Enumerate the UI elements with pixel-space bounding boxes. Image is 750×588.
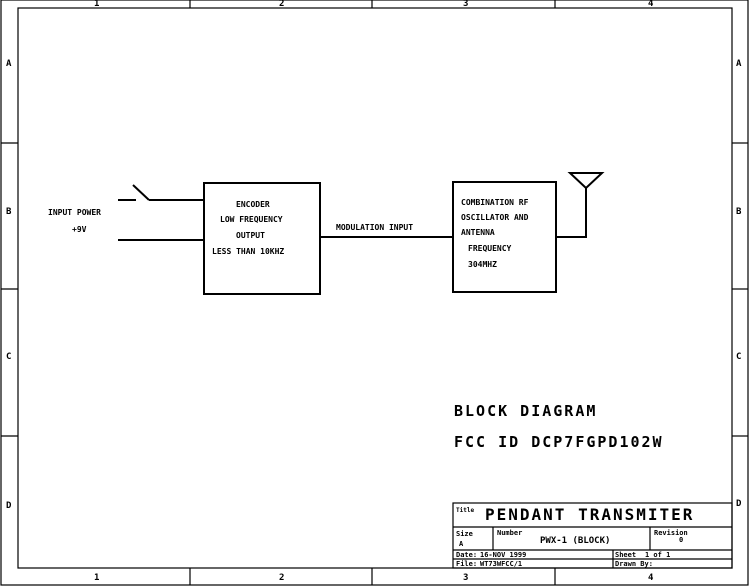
encoder-line: OUTPUT	[236, 231, 265, 240]
sheet-field-label: Sheet	[615, 551, 636, 559]
drawing-title: PENDANT TRANSMITER	[485, 505, 694, 524]
encoder-line: ENCODER	[236, 200, 270, 209]
col-label-top: 2	[279, 0, 284, 9]
fcc-id-caption: FCC ID DCP7FGPD102W	[454, 433, 664, 451]
title-field-label: Title	[456, 507, 474, 514]
encoder-line: LESS THAN 10KHZ	[212, 247, 284, 256]
rf-line: COMBINATION RF	[461, 198, 529, 207]
rf-line: 304MHZ	[468, 260, 497, 269]
number-value: PWX-1 (BLOCK)	[540, 536, 610, 546]
wiring	[118, 172, 605, 295]
row-label-left: C	[6, 352, 11, 362]
revision-field-label: Revision	[654, 529, 688, 537]
input-voltage-label: +9V	[72, 225, 87, 234]
size-field-label: Size	[456, 530, 473, 538]
column-labels: 1 2 3 4 1 2 3 4 A B C D A B C D	[6, 0, 742, 583]
modulation-input-label: MODULATION INPUT	[336, 223, 413, 232]
col-label-bottom: 4	[648, 573, 654, 583]
date-value: 16-NOV 1999	[480, 551, 526, 559]
date-field-label: Date:	[456, 551, 477, 559]
file-field-label: File:	[456, 560, 477, 568]
col-label-bottom: 2	[279, 573, 284, 583]
rf-line: FREQUENCY	[468, 244, 512, 253]
row-label-right: A	[736, 59, 742, 69]
antenna-icon	[567, 172, 605, 190]
sheet-value: 1 of 1	[645, 551, 670, 559]
encoder-line: LOW FREQUENCY	[220, 215, 283, 224]
size-value: A	[459, 540, 464, 548]
file-value: WT73WFCC/1	[480, 560, 522, 568]
title-block: Title PENDANT TRANSMITER Size A Number P…	[452, 502, 733, 569]
switch-icon	[132, 184, 150, 201]
col-label-top: 3	[463, 0, 468, 9]
block-diagram-caption: BLOCK DIAGRAM	[454, 402, 597, 420]
number-field-label: Number	[497, 529, 522, 537]
col-label-bottom: 1	[94, 573, 99, 583]
drawn-by-label: Drawn By:	[615, 560, 653, 568]
revision-value: 0	[679, 536, 683, 544]
col-label-bottom: 3	[463, 573, 468, 583]
rf-line: ANTENNA	[461, 228, 495, 237]
row-label-left: A	[6, 59, 12, 69]
input-power-label: INPUT POWER	[48, 208, 101, 217]
row-label-right: B	[736, 207, 742, 217]
row-label-left: D	[6, 501, 12, 511]
row-label-right: D	[736, 499, 742, 509]
col-label-top: 4	[648, 0, 654, 9]
row-label-left: B	[6, 207, 12, 217]
encoder-block	[203, 182, 321, 295]
col-label-top: 1	[94, 0, 99, 9]
rf-line: OSCILLATOR AND	[461, 213, 529, 222]
row-label-right: C	[736, 352, 741, 362]
